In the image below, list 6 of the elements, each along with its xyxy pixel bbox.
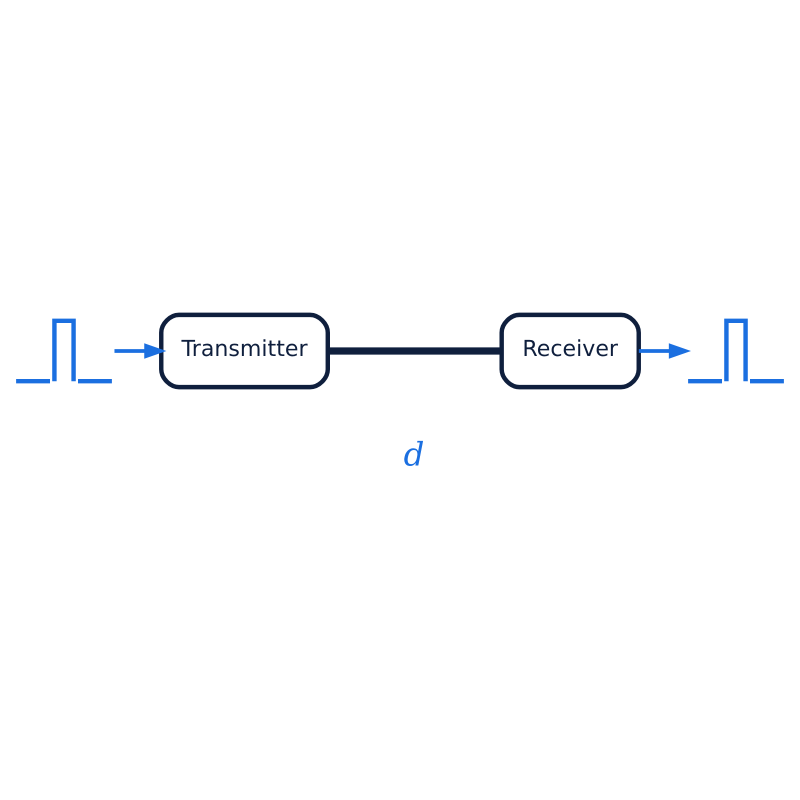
- arrow: [114, 343, 166, 359]
- arrow: [638, 343, 691, 359]
- label: d: [404, 435, 424, 474]
- connector: [328, 347, 502, 355]
- node-box: Receiver: [499, 312, 641, 390]
- node-box: Transmitter: [159, 312, 330, 390]
